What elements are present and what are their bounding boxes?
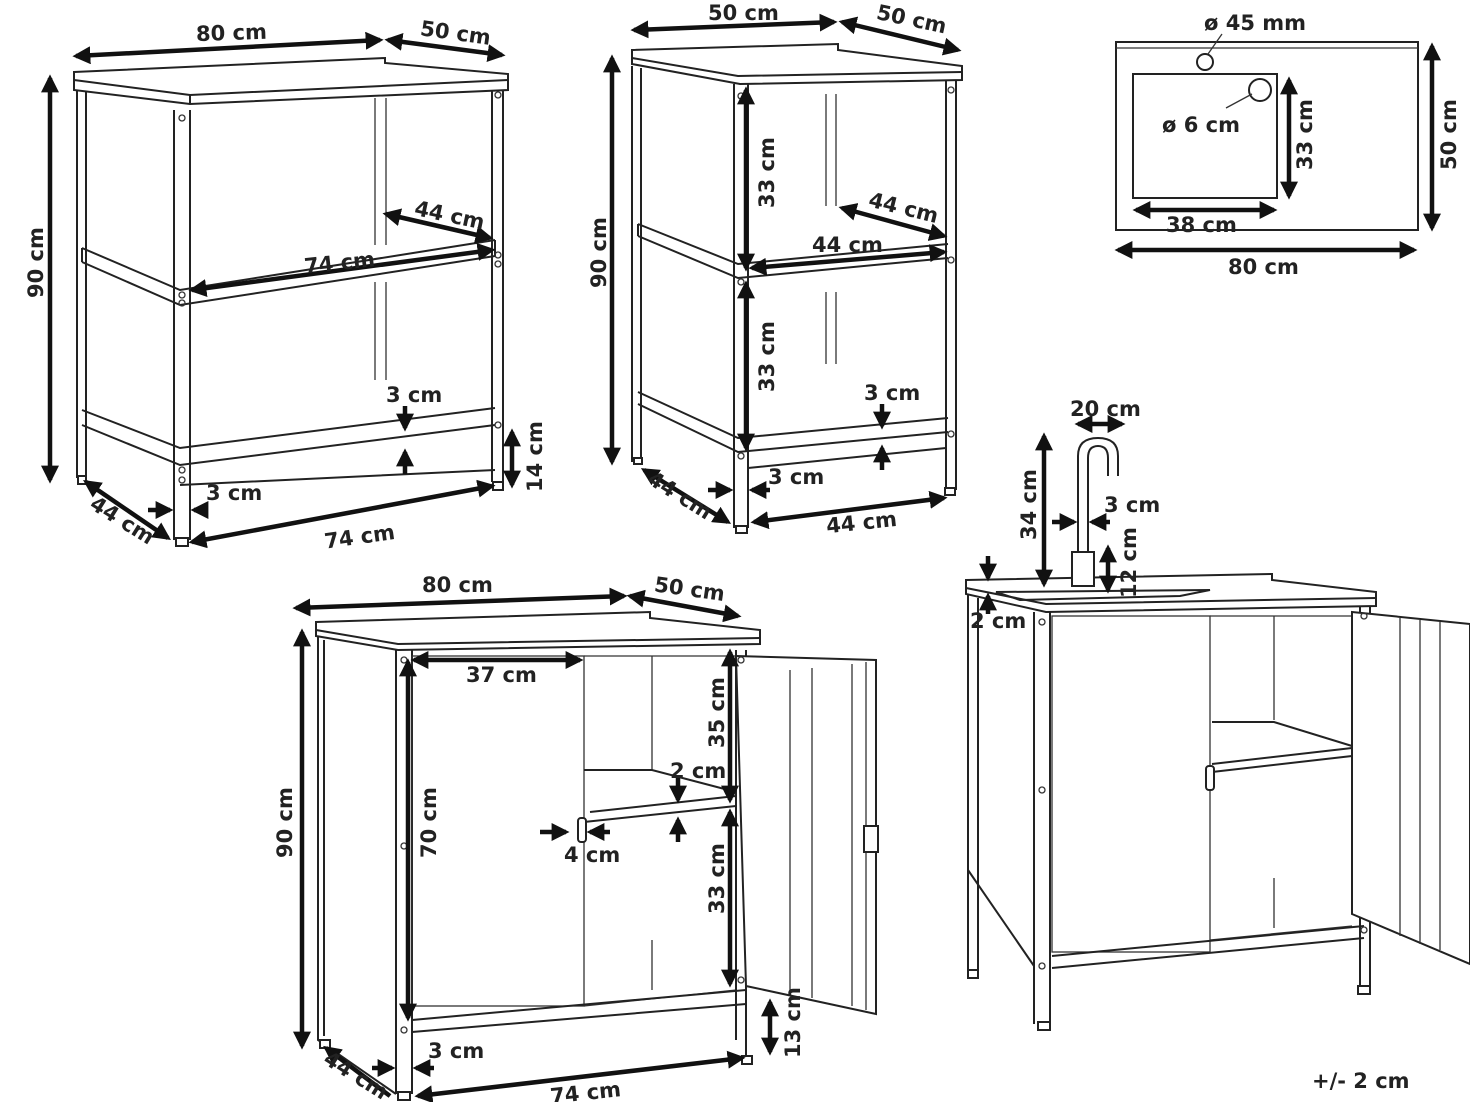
cabinet-leg-height-label: 13 cm xyxy=(781,987,805,1058)
narrow-shelf-drawing xyxy=(631,42,963,534)
cabinet-inner-height-label: 70 cm xyxy=(417,787,441,858)
narrow-shelf-shelf-width-label: 44 cm xyxy=(812,233,883,257)
faucet-dia-label: 3 cm xyxy=(1104,493,1160,517)
cabinet-shelf-thickness-label: 2 cm xyxy=(670,759,726,783)
wide-shelf-dimensions: 80 cm 50 cm 90 cm 44 cm 74 cm 3 cm 14 cm… xyxy=(24,16,547,553)
cabinet-upper-height-label: 35 cm xyxy=(705,677,729,748)
cabinet-handle-label: 4 cm xyxy=(564,843,620,867)
cabinet-dimensions: 80 cm 50 cm 90 cm 37 cm 70 cm 35 cm 2 cm… xyxy=(273,572,805,1102)
sink-top-width-label: 80 cm xyxy=(1228,255,1299,279)
tolerance-note: +/- 2 cm xyxy=(1312,1069,1410,1093)
wide-shelf-base-depth-label: 44 cm xyxy=(86,491,159,549)
wide-shelf-height-label: 90 cm xyxy=(24,227,48,298)
wide-shelf-base-width-label: 74 cm xyxy=(323,520,397,554)
cabinet-leg-label: 3 cm xyxy=(428,1039,484,1063)
wide-shelf-gap-label: 3 cm xyxy=(386,383,442,407)
wide-shelf-leg-height-label: 14 cm xyxy=(523,421,547,492)
sink-hole-label: ø 45 mm xyxy=(1204,11,1306,35)
sink-drain-label: ø 6 cm xyxy=(1162,113,1240,137)
sink-top-view-dimensions: ø 45 mm ø 6 cm 33 cm 38 cm 50 cm 80 cm xyxy=(1114,11,1461,279)
sink-top-view-drawing xyxy=(1115,33,1419,231)
cabinet-inner-width-label: 37 cm xyxy=(466,663,537,687)
narrow-shelf-lower-height-label: 33 cm xyxy=(755,321,779,392)
sink-bowl-width-label: 38 cm xyxy=(1166,213,1237,237)
narrow-shelf-upper-height-label: 33 cm xyxy=(755,137,779,208)
narrow-shelf-shelf-depth-label: 44 cm xyxy=(866,188,941,228)
sink-cabinet-dimensions: 20 cm 34 cm 3 cm 12 cm 2 cm xyxy=(970,397,1160,633)
cabinet-lower-height-label: 33 cm xyxy=(705,843,729,914)
narrow-shelf-gap-label: 3 cm xyxy=(864,381,920,405)
wide-shelf-leg-label: 3 cm xyxy=(206,481,262,505)
faucet-height-label: 34 cm xyxy=(1017,469,1041,540)
sink-bowl-depth-label: 33 cm xyxy=(1293,99,1317,170)
wide-shelf-shelf-width-label: 74 cm xyxy=(303,247,376,278)
narrow-shelf-height-label: 90 cm xyxy=(587,217,611,288)
sink-top-depth-label: 50 cm xyxy=(1437,99,1461,170)
cabinet-height-label: 90 cm xyxy=(273,787,297,858)
sink-cabinet-drawing xyxy=(965,436,1470,1031)
wide-shelf-drawing xyxy=(73,56,509,547)
narrow-shelf-width-label: 50 cm xyxy=(708,1,779,25)
narrow-shelf-leg-label: 3 cm xyxy=(768,465,824,489)
basin-depth-label: 12 cm xyxy=(1117,527,1141,598)
narrow-shelf-base-depth-label: 44 cm xyxy=(643,466,716,524)
wide-shelf-width-label: 80 cm xyxy=(196,20,268,46)
cabinet-width-label: 80 cm xyxy=(422,573,493,597)
faucet-reach-label: 20 cm xyxy=(1070,397,1141,421)
cabinet-base-depth-label: 44 cm xyxy=(319,1046,392,1102)
rim-label: 2 cm xyxy=(970,609,1026,633)
